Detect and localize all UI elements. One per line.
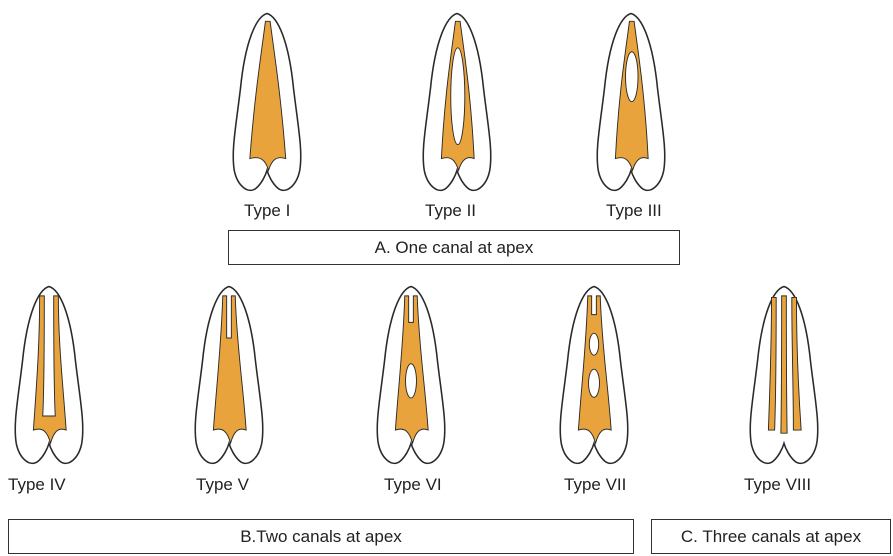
group-a-box: A. One canal at apex [228,230,680,265]
label-type-iii: Type III [606,201,662,221]
tooth-type-viii [745,283,823,471]
group-b-label: B.Two canals at apex [240,527,402,547]
group-c-box: C. Three canals at apex [651,519,891,554]
label-type-v: Type V [196,475,249,495]
label-type-viii: Type VIII [744,475,811,495]
tooth-type-iii [592,10,670,198]
tooth-type-i [228,10,306,198]
label-type-iv: Type IV [8,475,66,495]
tooth-type-vi [372,283,450,471]
group-a-label: A. One canal at apex [375,238,534,258]
group-b-box: B.Two canals at apex [8,519,634,554]
tooth-type-iv [10,283,88,471]
tooth-type-v [190,283,268,471]
label-type-i: Type I [244,201,290,221]
label-type-vi: Type VI [384,475,442,495]
label-type-ii: Type II [425,201,476,221]
tooth-type-vii [555,283,633,471]
group-c-label: C. Three canals at apex [681,527,861,547]
label-type-vii: Type VII [564,475,626,495]
tooth-type-ii [418,10,496,198]
